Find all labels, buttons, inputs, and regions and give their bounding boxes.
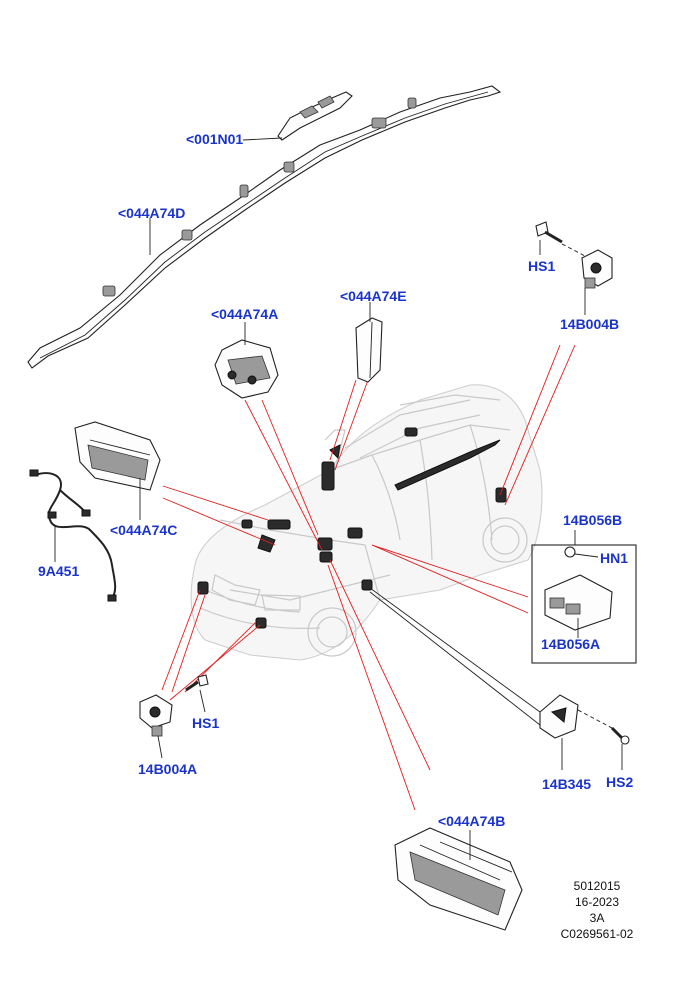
airbag-044a74a [214,339,279,399]
restraint-module-box [531,544,637,664]
label-044a74e[interactable]: <044A74E [340,288,407,304]
reference-line-2: 16-2023 [574,895,620,909]
airbag-044a74e [355,317,383,383]
label-hs1-bottom[interactable]: HS1 [192,715,220,731]
label-044a74d[interactable]: <044A74D [118,205,186,221]
curtain-airbag-left [27,85,502,369]
sensor-14b004b [535,221,613,289]
module-001n01 [277,91,353,141]
airbag-044a74c [74,421,161,491]
label-hs1-top[interactable]: HS1 [528,258,556,274]
reference-line-4: C0269561-02 [560,927,634,941]
label-14b004b[interactable]: 14B004B [560,316,620,332]
label-9a451[interactable]: 9A451 [38,563,80,579]
label-hs2[interactable]: HS2 [606,774,634,790]
sensor-14b004a [139,674,209,759]
label-14b004a[interactable]: 14B004A [138,761,198,777]
label-14b345[interactable]: 14B345 [542,776,592,792]
label-001n01[interactable]: <001N01 [186,131,244,147]
sensor-14b345 [539,694,630,770]
label-044a74a[interactable]: <044A74A [211,306,279,322]
label-14b056a[interactable]: 14B056A [541,636,601,652]
harness-9a451 [29,469,117,602]
label-044a74c[interactable]: <044A74C [110,522,178,538]
vehicle-outline [190,384,543,661]
label-hn1[interactable]: HN1 [600,550,629,566]
airbag-044a74b [394,827,523,931]
reference-line-1: 5012015 [573,879,621,893]
reference-block: 5012015 16-2023 3A C0269561-02 [552,878,642,942]
reference-line-3: 3A [589,911,605,925]
red-leader-lines [161,344,576,811]
label-14b056b[interactable]: 14B056B [563,512,623,528]
label-044a74b[interactable]: <044A74B [438,813,506,829]
label-leaders [54,137,586,562]
